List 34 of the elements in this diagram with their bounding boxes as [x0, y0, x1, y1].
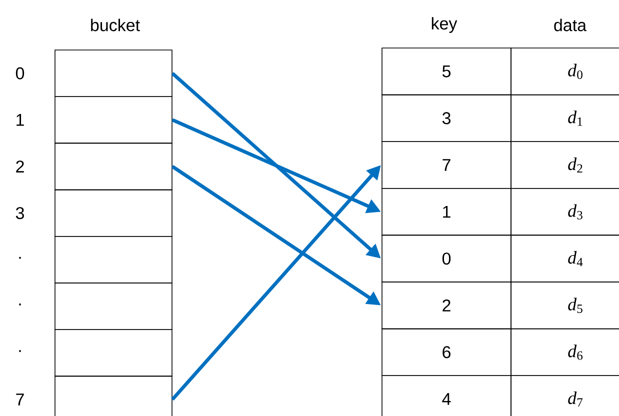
key-cell: 2 [382, 282, 512, 330]
key-cell: 1 [382, 188, 512, 236]
key-cell: 5 [382, 48, 512, 96]
bucket-cell [54, 189, 172, 237]
bucket-cell [54, 96, 172, 144]
column-header: data [554, 18, 587, 32]
data-cell: d$_{5}$ [510, 282, 619, 330]
bucket-cell [54, 142, 172, 190]
bucket-cell [54, 329, 172, 377]
data-cell: d$_{7}$ [510, 375, 619, 416]
row-index: 2 [16, 160, 24, 172]
data-cell: d$_{3}$ [510, 188, 619, 236]
row-index: · [19, 304, 21, 306]
key-cell: 6 [382, 328, 512, 376]
key-cell: 3 [382, 94, 512, 142]
row-index: · [19, 350, 21, 352]
data-cell: d$_{6}$ [510, 328, 619, 376]
key-cell: 7 [382, 141, 512, 189]
data-cell: d$_{0}$ [510, 48, 619, 96]
row-index: 0 [16, 67, 24, 80]
data-cell: d$_{2}$ [510, 141, 619, 189]
data-cell: d$_{1}$ [510, 94, 619, 142]
bucket-cell [54, 282, 172, 330]
row-index: · [19, 256, 21, 259]
key-cell: 0 [382, 234, 512, 282]
row-index: 7 [16, 394, 24, 406]
bucket-cell [54, 376, 172, 416]
data-cell: d$_{4}$ [510, 234, 619, 282]
bucket-cell [54, 50, 172, 97]
bucket-cell [54, 236, 172, 284]
row-index: 1 [16, 114, 24, 126]
key-cell: 4 [382, 375, 512, 416]
row-index: 3 [16, 207, 24, 220]
column-header: bucket [91, 18, 140, 32]
